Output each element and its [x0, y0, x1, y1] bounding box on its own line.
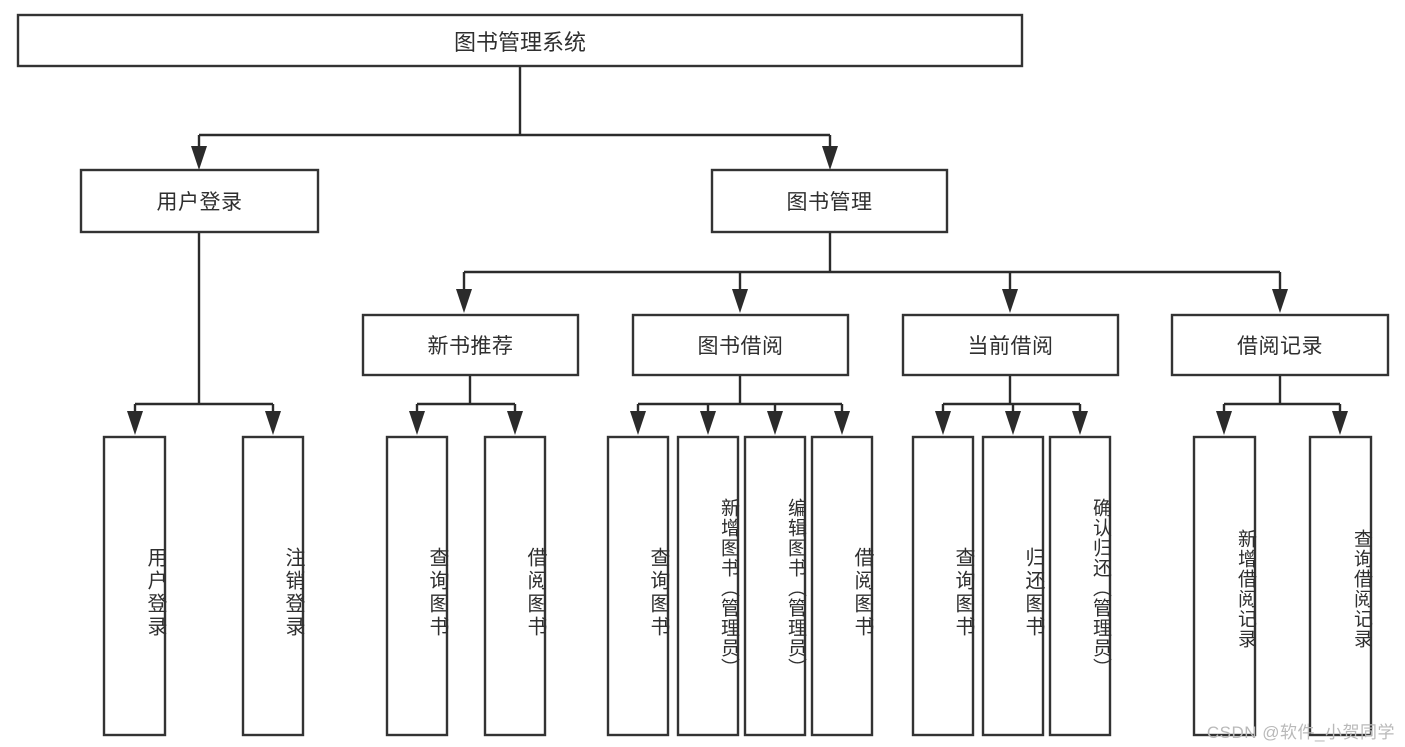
- leaf-box-logout-login[interactable]: [241, 435, 305, 737]
- node-box-root[interactable]: [16, 13, 1024, 68]
- leaf-box-confirm-return-admin[interactable]: [1048, 435, 1112, 737]
- node-box-new-book-recommend[interactable]: [361, 313, 580, 377]
- node-box-borrow-record[interactable]: [1170, 313, 1390, 377]
- leaf-box-edit-book-admin[interactable]: [743, 435, 807, 737]
- watermark-text: CSDN @软件_小贺同学: [1206, 723, 1395, 742]
- leaf-box-query-borrow-record[interactable]: [1308, 435, 1373, 737]
- node-box-current-borrow[interactable]: [901, 313, 1120, 377]
- connectors-current-borrow-to-leaves: [935, 375, 1088, 435]
- connectors-root-to-level2: [191, 66, 838, 170]
- connectors-user-login-to-leaves: [127, 232, 281, 435]
- leaf-box-return-book[interactable]: [981, 435, 1045, 737]
- leaf-box-query-book-b[interactable]: [606, 435, 670, 737]
- connectors-borrow-to-leaves: [630, 375, 850, 435]
- leaf-box-query-book-a[interactable]: [385, 435, 449, 737]
- node-box-book-borrow[interactable]: [631, 313, 850, 377]
- leaf-box-borrow-book-a[interactable]: [483, 435, 547, 737]
- leaf-box-query-book-c[interactable]: [911, 435, 975, 737]
- node-box-user-login[interactable]: [79, 168, 320, 234]
- connectors-borrow-record-to-leaves: [1216, 375, 1348, 435]
- leaf-box-add-borrow-record[interactable]: [1192, 435, 1257, 737]
- leaf-box-borrow-book-b[interactable]: [810, 435, 874, 737]
- connectors-book-mgmt-to-level3: [456, 232, 1288, 313]
- leaf-box-user-login[interactable]: [102, 435, 167, 737]
- leaf-box-add-book-admin[interactable]: [676, 435, 740, 737]
- connectors-new-book-to-leaves: [409, 375, 523, 435]
- node-box-book-management[interactable]: [710, 168, 949, 234]
